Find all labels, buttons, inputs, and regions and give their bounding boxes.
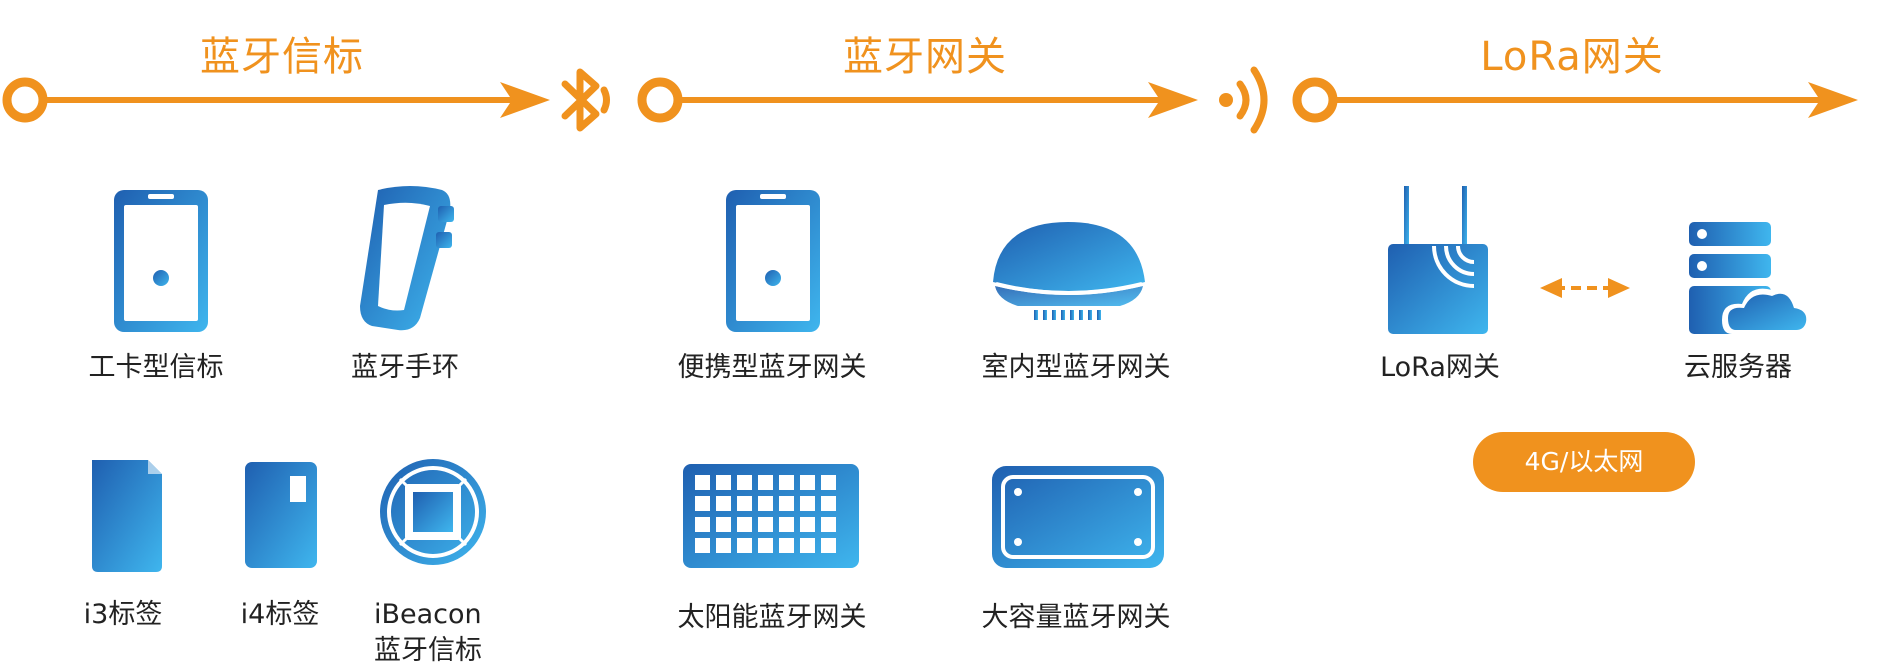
label-cloud-server: 云服务器 [1684,352,1792,383]
flow-line-bluetooth-gateway [637,77,1198,123]
bidirectional-arrow-icon [1540,278,1630,298]
cloud-server-icon [1689,222,1813,334]
label-portable-gateway: 便携型蓝牙网关 [677,352,867,383]
ibeacon-icon [380,459,486,565]
large-capacity-gateway-icon [992,466,1164,568]
i3-tag-icon [92,460,162,572]
section-title-bluetooth-beacon: 蓝牙信标 [200,34,364,80]
label-ibeacon: iBeacon 蓝牙信标 [374,597,482,664]
lora-router-icon [1388,186,1488,334]
section-title-bluetooth-gateway: 蓝牙网关 [843,34,1007,80]
label-solar-gateway: 太阳能蓝牙网关 [677,602,867,633]
i4-tag-icon [245,462,317,568]
wireless-signal-icon [1219,66,1268,134]
label-indoor-gateway: 室内型蓝牙网关 [981,352,1171,383]
portable-gateway-icon [726,190,820,332]
label-ibeacon-line2: 蓝牙信标 [374,635,482,664]
indoor-gateway-icon [993,222,1145,320]
label-bracelet: 蓝牙手环 [351,352,459,383]
label-large-gateway: 大容量蓝牙网关 [981,602,1171,633]
label-lora-gateway: LoRa网关 [1380,352,1500,383]
bluetooth-icon [561,68,610,132]
network-link-badge: 4G/以太网 [1473,432,1695,492]
label-ibeacon-line1: iBeacon [374,599,482,630]
solar-panel-icon [683,464,859,568]
flow-line-lora-gateway [1292,77,1858,123]
section-title-lora-gateway: LoRa网关 [1480,34,1664,80]
label-i4-tag: i4标签 [240,599,320,630]
label-i3-tag: i3标签 [83,599,163,630]
bracelet-icon [360,186,454,331]
label-badge-beacon: 工卡型信标 [88,352,224,383]
badge-beacon-icon [114,190,208,332]
flow-line-bluetooth-beacon [2,77,550,123]
